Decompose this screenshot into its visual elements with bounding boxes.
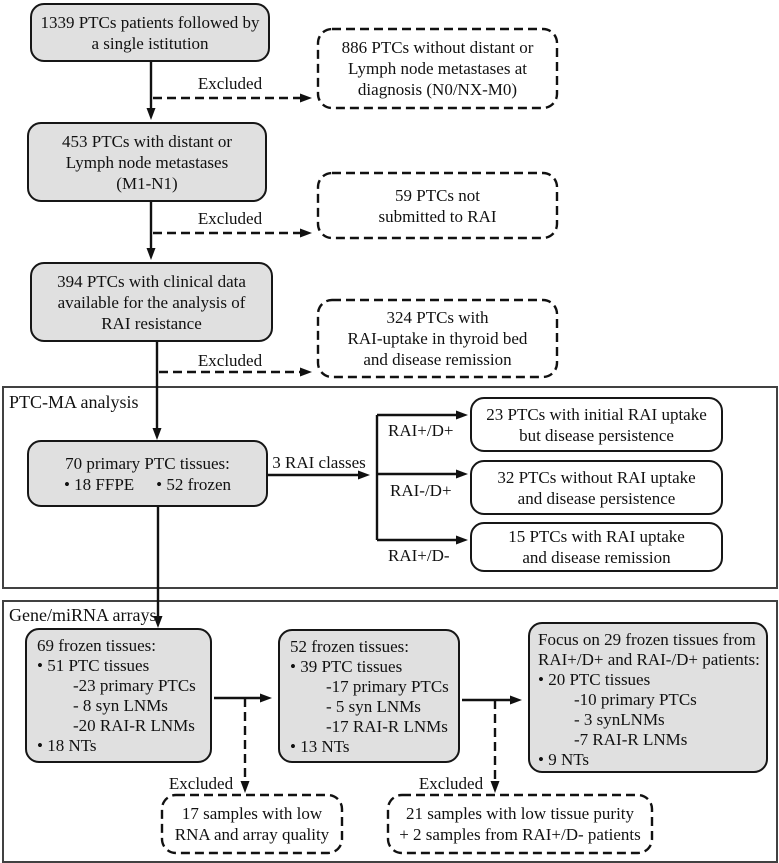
excl-box-17-line: 17 samples with low [181,804,323,823]
class-box-line: 32 PTCs without RAI uptake [497,467,696,487]
focus-29-line: -10 primary PTCs [574,690,697,709]
flow-box-394-line: available for the analysis of [57,292,246,312]
class-box-rai-neg-d-pos: 32 PTCs without RAI uptake and disease p… [470,460,723,515]
side-box-886-line: diagnosis (N0/NX-M0) [357,80,518,99]
frozen-69-line: • 18 NTs [37,736,97,755]
frozen-69-line: 69 frozen tissues: [37,636,156,655]
side-box-886-line: Lymph node metastases at [348,59,527,78]
primary-ptc-ffpe-count: • 18 FFPE [63,474,135,494]
side-box-886-line: 886 PTCs without distant or [341,38,534,57]
frozen-52-line: • 39 PTC tissues [290,657,403,676]
frozen-52-line: - 5 syn LNMs [326,697,421,716]
side-box-324-line: RAI-uptake in thyroid bed [347,329,528,348]
side-box-886: 886 PTCs without distant or Lymph node m… [318,29,557,108]
side-box-324-line: and disease remission [363,350,512,369]
class-box-line: 23 PTCs with initial RAI uptake [486,404,707,424]
excluded-label-1: Excluded [197,74,263,93]
focus-29-line: RAI+/D+ and RAI-/D+ patients: [538,650,760,669]
focus-29-line: • 9 NTs [538,750,590,769]
class-box-line: but disease persistence [519,425,674,445]
flow-box-394-clinical-data: 394 PTCs with clinical data available fo… [30,262,273,342]
flow-box-453-line: Lymph node metastases [65,152,229,172]
excl-box-21-line: 21 samples with low tissue purity [405,804,635,823]
flow-box-1339-line: 1339 PTCs patients followed by [40,12,260,32]
class-label-rai-pos-d-neg: RAI+/D- [388,546,450,565]
flow-box-394-line: 394 PTCs with clinical data [57,271,246,291]
class-box-rai-pos-d-pos: 23 PTCs with initial RAI uptake but dise… [470,397,723,452]
frozen-tissues-69-box: 69 frozen tissues: • 51 PTC tissues -23 … [25,628,212,763]
side-box-324: 324 PTCs with RAI-uptake in thyroid bed … [318,300,557,377]
excl-box-17-line: RNA and array quality [174,825,330,844]
flow-box-1339-patients: 1339 PTCs patients followed by a single … [30,3,270,62]
frozen-69-line: -23 primary PTCs [73,676,196,695]
section-ptc-ma-frame [2,386,778,589]
frozen-tissues-52-box: 52 frozen tissues: • 39 PTC tissues -17 … [278,629,460,763]
primary-ptc-tissues-line2: • 18 FFPE • 52 frozen [64,474,231,495]
excluded-label-right: Excluded [418,774,484,793]
side-box-324-line: 324 PTCs with [386,308,489,327]
focus-29-frozen-box: Focus on 29 frozen tissues from RAI+/D+ … [528,622,768,773]
flow-box-1339-line: a single istitution [91,33,209,53]
rai-classes-arrow-label: 3 RAI classes [272,453,366,472]
flow-box-394-line: RAI resistance [101,313,202,333]
class-box-line: 15 PTCs with RAI uptake [508,527,685,546]
focus-29-line: Focus on 29 frozen tissues from [538,630,756,649]
frozen-69-line: -20 RAI-R LNMs [73,716,195,735]
focus-29-line: - 3 synLNMs [574,710,665,729]
side-box-59-line: 59 PTCs not [394,185,481,205]
flow-box-453-metastases: 453 PTCs with distant or Lymph node meta… [27,122,267,202]
excl-box-21-samples: 21 samples with low tissue purity + 2 sa… [388,795,652,853]
focus-29-line: -7 RAI-R LNMs [574,730,688,749]
class-box-line: and disease persistence [517,488,676,508]
class-label-rai-pos-d-pos: RAI+/D+ [388,421,454,440]
class-box-rai-pos-d-neg: 15 PTCs with RAI uptake and disease remi… [470,522,723,572]
side-box-59-line: submitted to RAI [378,206,497,226]
section-gene-mirna-label: Gene/miRNA arrays [9,605,157,625]
primary-ptc-tissues-box: 70 primary PTC tissues: • 18 FFPE • 52 f… [27,440,268,507]
focus-29-line: • 20 PTC tissues [538,670,651,689]
excluded-label-3: Excluded [197,351,263,370]
class-box-line: and disease remission [522,548,671,567]
flow-box-453-line: (M1-N1) [116,173,178,193]
primary-ptc-tissues-line1: 70 primary PTC tissues: [65,453,230,473]
section-gene-mirna-frame [2,600,778,863]
frozen-69-line: - 8 syn LNMs [73,696,168,715]
frozen-69-line: • 51 PTC tissues [37,656,150,675]
frozen-52-line: -17 primary PTCs [326,677,449,696]
frozen-52-line: • 13 NTs [290,737,350,756]
excluded-label-2: Excluded [197,209,263,228]
excl-box-21-line: + 2 samples from RAI+/D- patients [399,825,641,844]
frozen-52-line: -17 RAI-R LNMs [326,717,448,736]
section-ptc-ma-label: PTC-MA analysis [9,392,139,412]
primary-ptc-frozen-count: • 52 frozen [156,474,232,494]
flow-box-453-line: 453 PTCs with distant or [61,131,232,151]
side-box-59: 59 PTCs not submitted to RAI [318,173,557,238]
class-label-rai-neg-d-pos: RAI-/D+ [390,481,452,500]
excluded-label-left: Excluded [168,774,234,793]
frozen-52-line: 52 frozen tissues: [290,637,409,656]
excl-box-17-samples: 17 samples with low RNA and array qualit… [162,795,342,853]
